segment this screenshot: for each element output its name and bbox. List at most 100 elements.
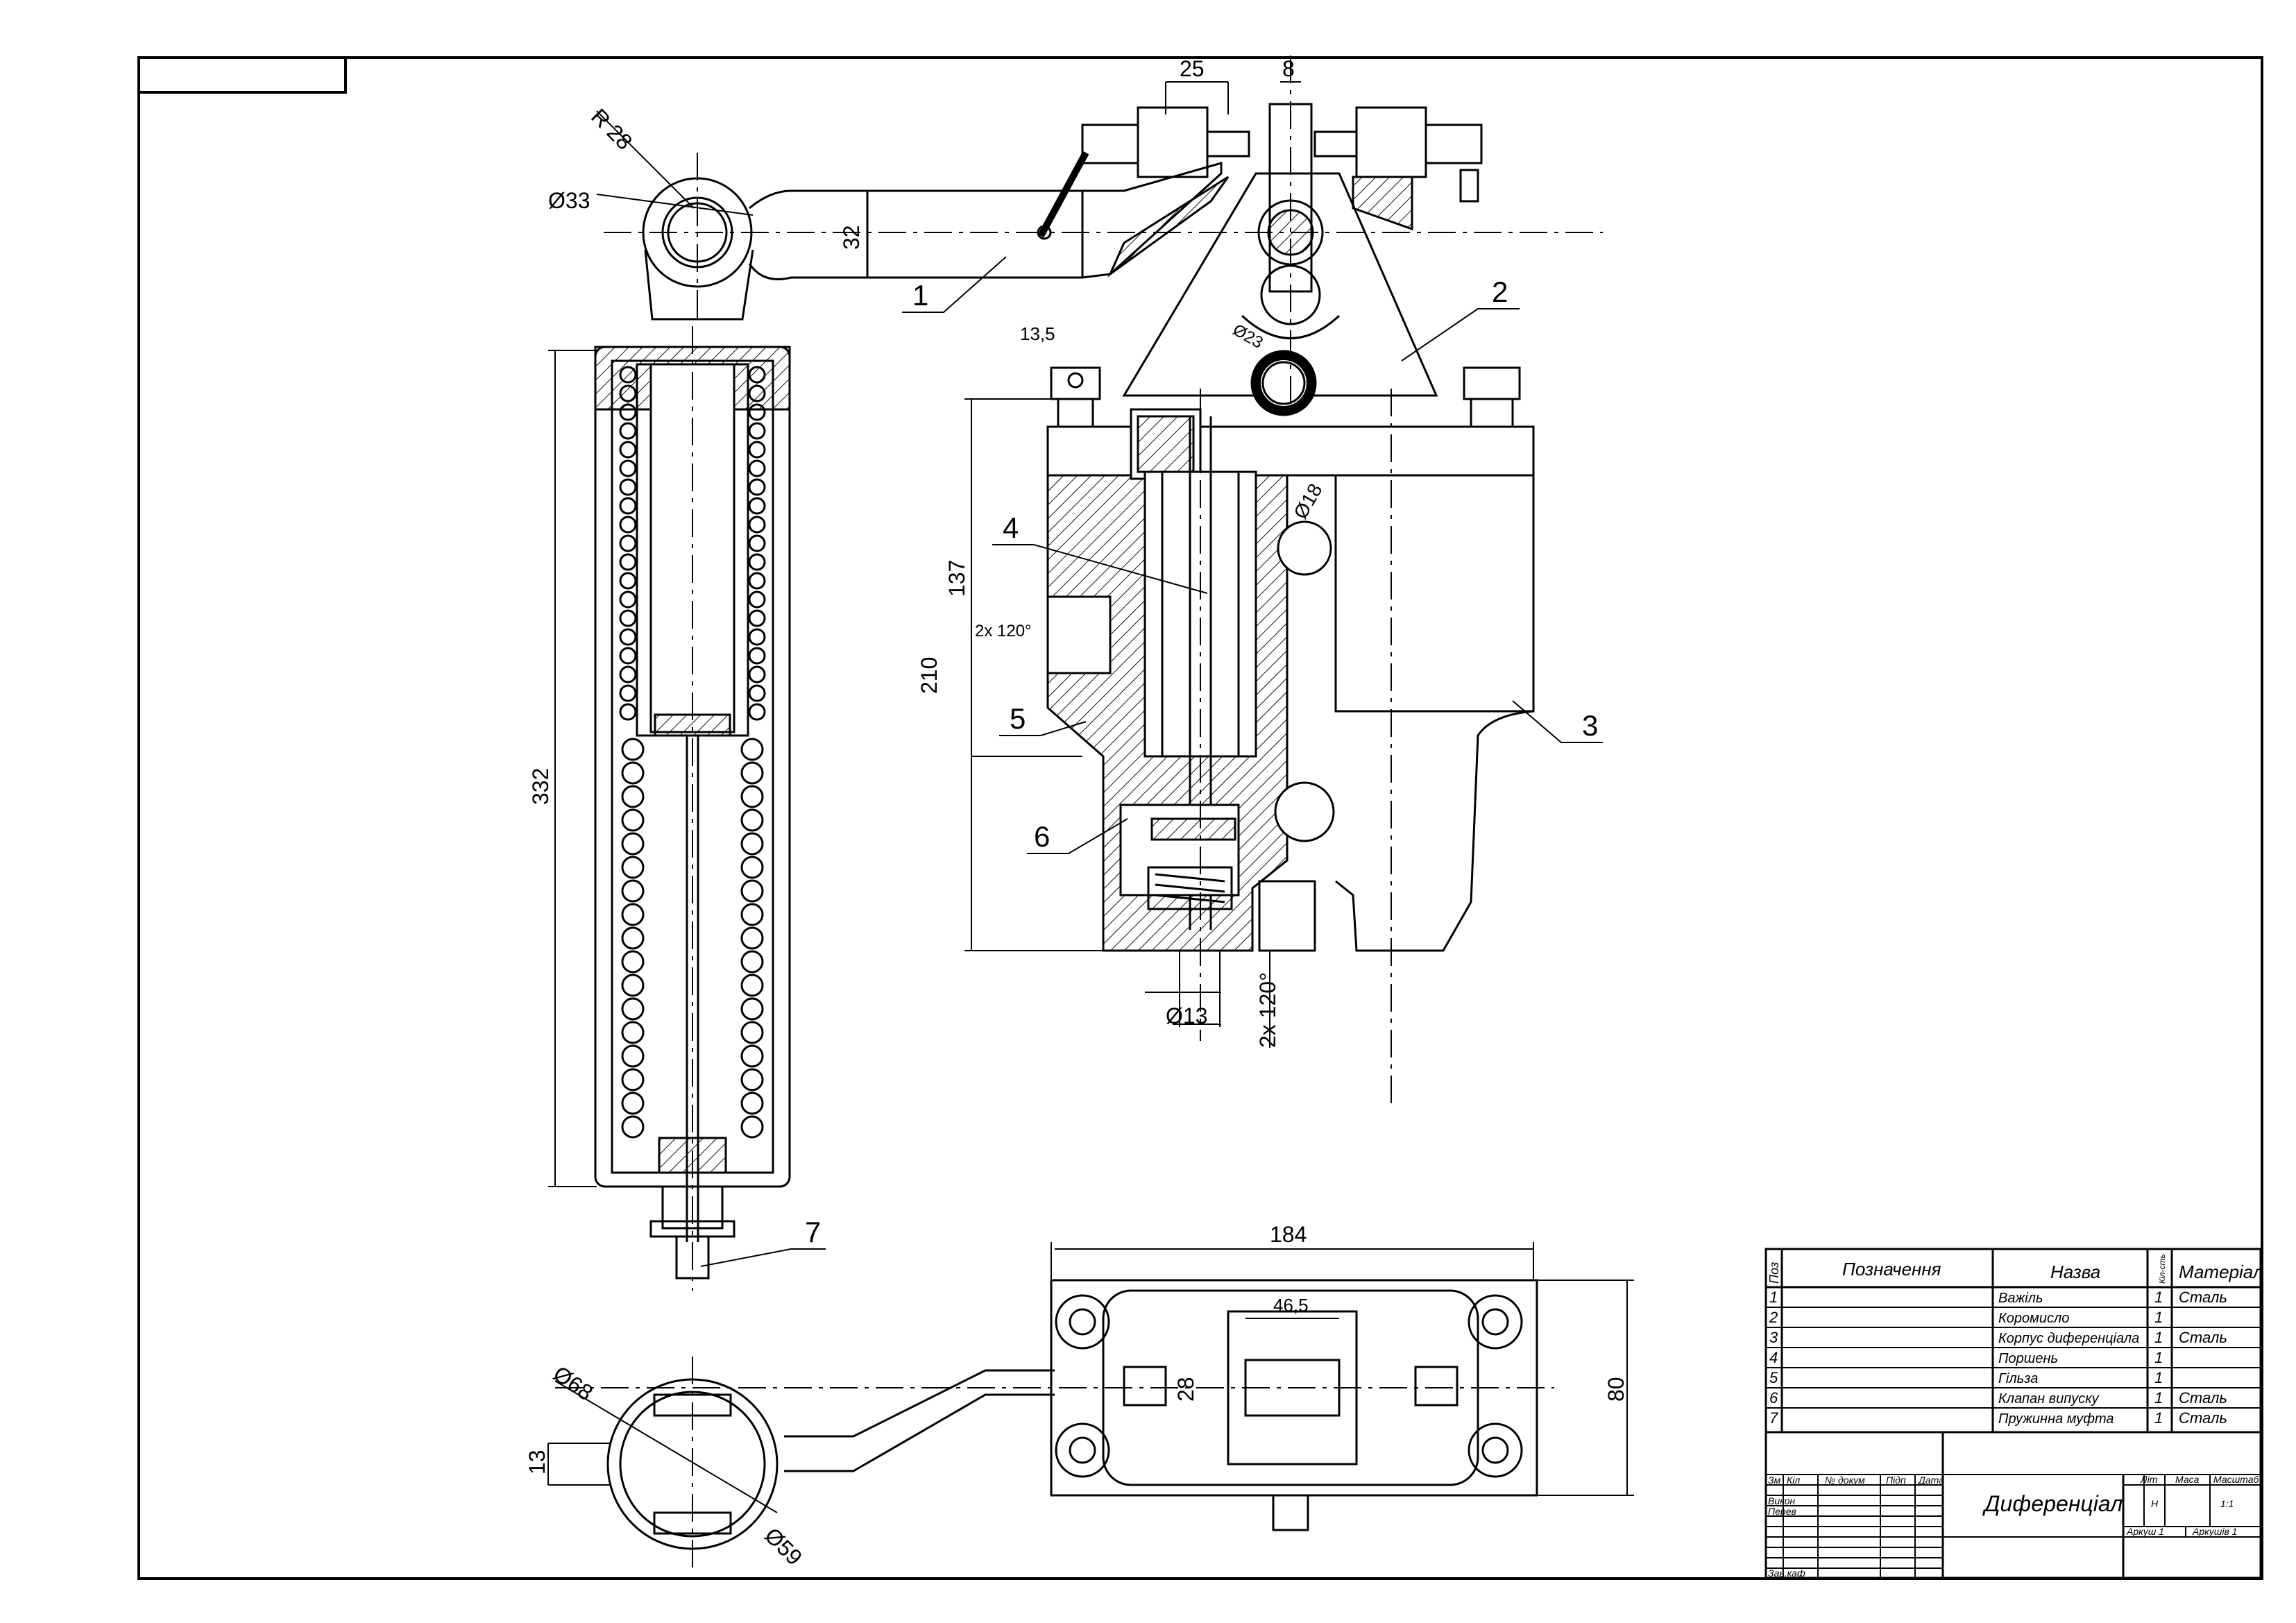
housing-part bbox=[1046, 366, 1535, 952]
hdr-designation: Позначення bbox=[1842, 1259, 1941, 1280]
stamp-sign: Підп bbox=[1886, 1475, 1906, 1486]
stamp-mass: Маса bbox=[2175, 1474, 2200, 1485]
spring-coil bbox=[748, 422, 766, 440]
spring-coil bbox=[621, 761, 645, 785]
hdr-material: Матеріал bbox=[2179, 1261, 2263, 1282]
dim-angle-left: 2x 120° bbox=[975, 622, 1032, 640]
stamp-doc-no: № докум bbox=[1825, 1475, 1865, 1486]
stamp-approved: Зав.каф bbox=[1768, 1567, 1805, 1579]
spring-coil bbox=[740, 856, 764, 879]
spring-coil bbox=[621, 785, 645, 808]
stamp-date: Дата bbox=[1917, 1475, 1944, 1486]
spring-coil bbox=[748, 684, 766, 702]
parts-row-material: Сталь bbox=[2179, 1389, 2227, 1407]
parts-row-material: Сталь bbox=[2179, 1329, 2227, 1346]
stamp-scale: Масштаб bbox=[2213, 1474, 2260, 1485]
spring-coil bbox=[748, 534, 766, 552]
dim-46-5: 46,5 bbox=[1273, 1295, 1309, 1316]
dim-184: 184 bbox=[1270, 1222, 1307, 1247]
spring-coil bbox=[748, 572, 766, 590]
dim-80: 80 bbox=[1604, 1377, 1629, 1402]
dim-28: 28 bbox=[1173, 1377, 1198, 1402]
spring-coil bbox=[740, 1044, 764, 1068]
parts-row-pos: 1 bbox=[1769, 1289, 1778, 1306]
spring-coil bbox=[621, 1091, 645, 1115]
parts-row-pos: 3 bbox=[1769, 1329, 1778, 1346]
hdr-name: Назва bbox=[2050, 1261, 2100, 1282]
spring-coil bbox=[748, 478, 766, 496]
spring-coil bbox=[748, 459, 766, 477]
spring-coil bbox=[619, 366, 637, 384]
dim-angle-bottom: 2x 120° bbox=[1255, 972, 1280, 1048]
stamp-developed: Викон bbox=[1768, 1495, 1796, 1506]
spring-coil bbox=[740, 738, 764, 761]
dim-d33: Ø33 bbox=[548, 188, 590, 213]
callout-4: 4 bbox=[1003, 511, 1019, 544]
spring-coil bbox=[748, 553, 766, 571]
spring-coil bbox=[748, 441, 766, 459]
spring-coil bbox=[621, 926, 645, 950]
spring-coil bbox=[619, 590, 637, 609]
dim-332: 332 bbox=[528, 768, 553, 805]
plan-view bbox=[606, 1279, 1538, 1550]
spring-coil bbox=[621, 832, 645, 856]
parts-row-qty: 1 bbox=[2154, 1309, 2163, 1326]
dim-210: 210 bbox=[917, 657, 942, 694]
spring-coil bbox=[619, 478, 637, 496]
spring-coil bbox=[748, 590, 766, 609]
parts-row-qty: 1 bbox=[2154, 1369, 2163, 1386]
stamp-lit: Літ bbox=[2140, 1474, 2158, 1485]
spring-coil bbox=[619, 441, 637, 459]
dim-13-small: 13 bbox=[525, 1450, 550, 1475]
dimension-lines bbox=[547, 81, 1634, 1513]
spring-coil bbox=[621, 1021, 645, 1044]
spring-coil bbox=[740, 997, 764, 1021]
spring-coil bbox=[740, 832, 764, 856]
spring-coil bbox=[748, 403, 766, 421]
hdr-pos: Поз bbox=[1767, 1262, 1781, 1284]
parts-row-name: Поршень bbox=[1998, 1351, 2058, 1366]
spring-coil bbox=[740, 974, 764, 997]
dim-d13-shaft: Ø13 bbox=[1166, 1003, 1207, 1028]
spring-coil bbox=[619, 422, 637, 440]
parts-row-qty: 1 bbox=[2154, 1329, 2163, 1346]
parts-row-qty: 1 bbox=[2154, 1349, 2163, 1366]
parts-row-pos: 4 bbox=[1769, 1349, 1778, 1366]
parts-row-qty: 1 bbox=[2154, 1289, 2163, 1306]
dim-d68: Ø68 bbox=[549, 1361, 597, 1405]
spring-coil bbox=[740, 879, 764, 903]
drawing-title: Диференціал bbox=[1982, 1491, 2123, 1516]
spring-coil bbox=[619, 572, 637, 590]
spring-coil bbox=[621, 1068, 645, 1091]
dim-r28: R 28 bbox=[586, 103, 637, 154]
spring-coil bbox=[619, 553, 637, 571]
parts-row-pos: 2 bbox=[1769, 1309, 1778, 1326]
spring-coil bbox=[748, 384, 766, 402]
callout-5: 5 bbox=[1010, 702, 1026, 735]
parts-row-name: Клапан випуску bbox=[1998, 1391, 2100, 1407]
spring-coil bbox=[619, 403, 637, 421]
parts-row-qty: 1 bbox=[2154, 1409, 2163, 1427]
dim-8: 8 bbox=[1282, 56, 1295, 81]
spring-coil bbox=[740, 903, 764, 926]
parts-row-name: Гільза bbox=[1998, 1371, 2038, 1386]
parts-row-pos: 5 bbox=[1769, 1369, 1778, 1386]
stamp-lit-value: Н bbox=[2151, 1498, 2159, 1509]
spring-coil bbox=[619, 516, 637, 534]
spring-coils bbox=[619, 366, 766, 1139]
dim-d18: Ø18 bbox=[1289, 480, 1326, 522]
spring-coil bbox=[619, 628, 637, 646]
callout-leaders bbox=[700, 256, 1603, 1267]
spring-coil bbox=[740, 926, 764, 950]
spring-coil bbox=[619, 609, 637, 627]
spring-coil bbox=[748, 497, 766, 515]
spring-coil bbox=[748, 366, 766, 384]
spring-coil bbox=[621, 974, 645, 997]
parts-row-pos: 6 bbox=[1769, 1389, 1778, 1407]
spring-coil bbox=[619, 684, 637, 702]
stamp-sheets: Аркушів 1 bbox=[2192, 1526, 2237, 1537]
parts-row-name: Коромисло bbox=[1998, 1311, 2069, 1326]
stamp-zm: Зм bbox=[1768, 1475, 1781, 1486]
dim-137: 137 bbox=[944, 560, 969, 597]
spring-coil bbox=[748, 516, 766, 534]
